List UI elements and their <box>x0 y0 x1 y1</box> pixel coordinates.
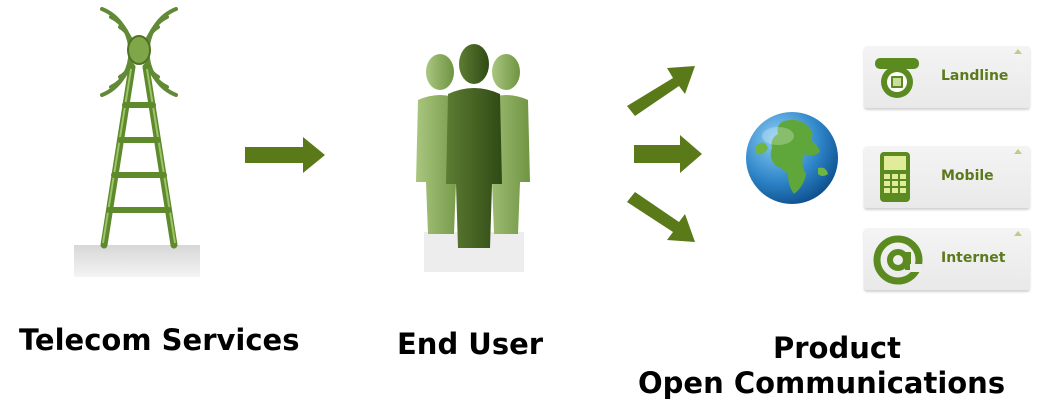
internet-card: Internet <box>864 228 1030 290</box>
globe-icon <box>746 112 838 204</box>
end-user-label: End User <box>397 327 544 361</box>
open-communications-label: Open Communications <box>638 366 1006 400</box>
caret-up-icon <box>1014 49 1022 54</box>
arrow-up-right-icon <box>627 66 695 116</box>
arrow-down-right-icon <box>627 192 695 242</box>
cell-tower-icon <box>74 7 200 277</box>
landline-label: Landline <box>941 68 1009 84</box>
arrow-right-icon <box>245 137 325 173</box>
product-label: Product <box>773 331 901 365</box>
mobile-card: Mobile <box>864 146 1030 208</box>
telephone-icon <box>875 58 919 98</box>
mobile-label: Mobile <box>941 168 994 184</box>
mobile-phone-icon <box>880 152 910 202</box>
user-group-icon <box>416 44 530 272</box>
internet-label: Internet <box>941 250 1006 266</box>
telecom-services-label: Telecom Services <box>19 323 300 357</box>
arrow-right-icon <box>634 135 702 173</box>
at-sign-icon <box>873 235 923 285</box>
caret-up-icon <box>1014 149 1022 154</box>
landline-card: Landline <box>864 46 1030 108</box>
caret-up-icon <box>1014 231 1022 236</box>
